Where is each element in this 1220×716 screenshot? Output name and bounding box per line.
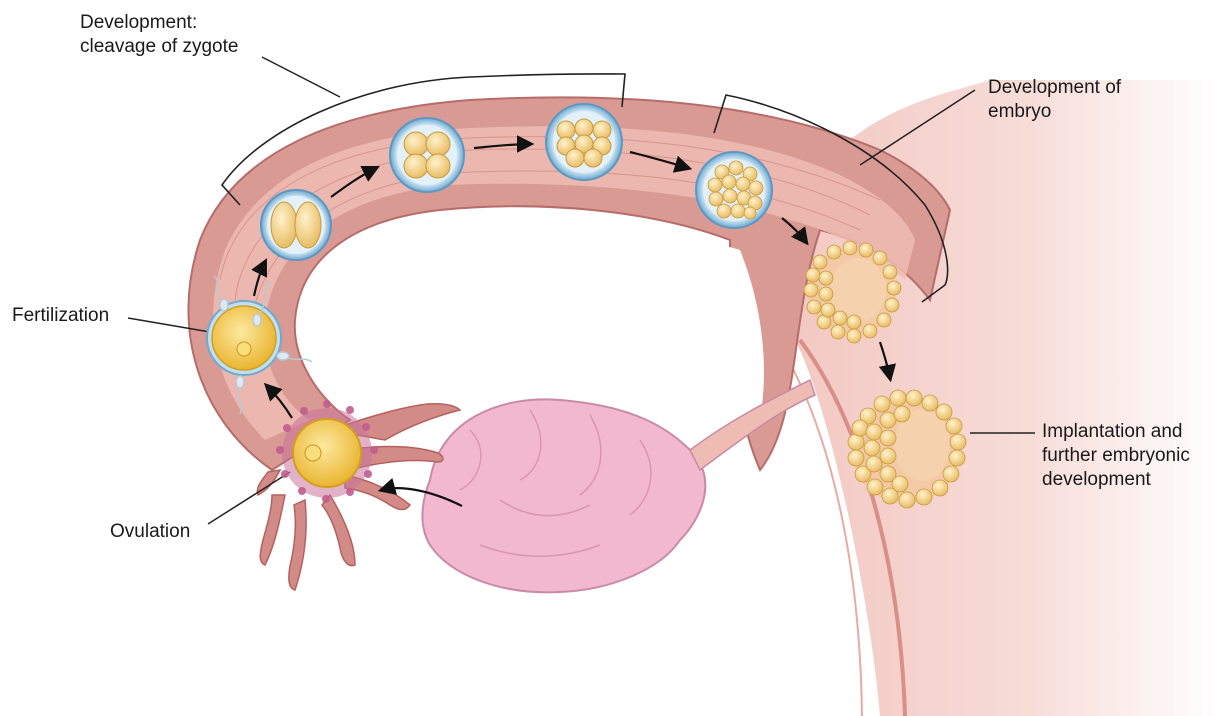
label-development-cleavage-line1: Development: bbox=[80, 11, 238, 35]
label-fertilization: Fertilization bbox=[12, 304, 109, 328]
label-ovulation: Ovulation bbox=[110, 520, 190, 544]
label-implantation: Implantation and further embryonic devel… bbox=[1042, 420, 1190, 492]
label-development-embryo-line1: Development of bbox=[988, 76, 1121, 100]
morula bbox=[696, 152, 772, 228]
leader-cleavage bbox=[262, 57, 340, 97]
label-development-embryo-line2: embryo bbox=[988, 100, 1121, 124]
label-development-cleavage: Development: cleavage of zygote bbox=[80, 11, 238, 59]
label-implantation-line2: further embryonic bbox=[1042, 444, 1190, 468]
label-development-cleavage-line2: cleavage of zygote bbox=[80, 35, 238, 59]
four-cell-stage bbox=[390, 118, 464, 192]
label-implantation-line3: development bbox=[1042, 468, 1190, 492]
tube-loop-interior bbox=[318, 222, 763, 427]
eight-cell-stage bbox=[546, 104, 622, 180]
label-implantation-line1: Implantation and bbox=[1042, 420, 1190, 444]
label-development-embryo: Development of embryo bbox=[988, 76, 1121, 124]
ovary bbox=[422, 399, 705, 592]
two-cell-stage bbox=[261, 190, 331, 260]
